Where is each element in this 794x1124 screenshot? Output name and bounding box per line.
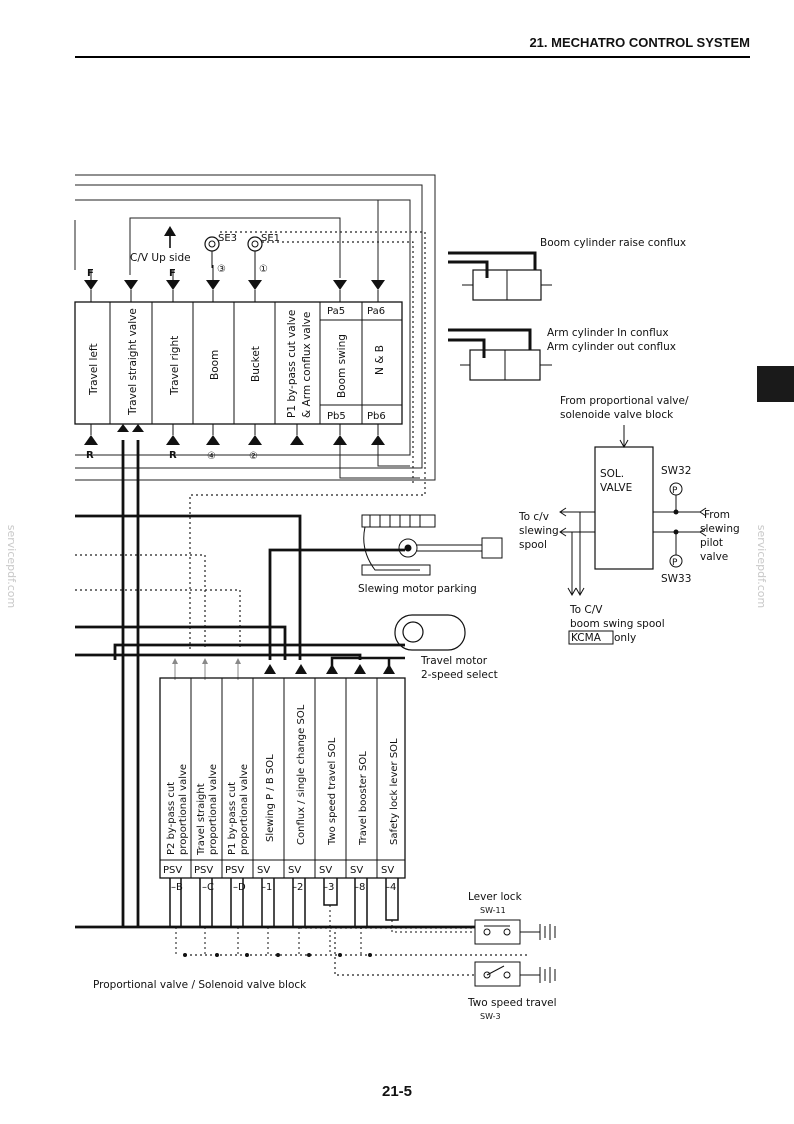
from-slewing-label-1: From [704,509,730,521]
arm-conflux-cylinder [448,328,552,381]
port-label-pa6: Pa6 [367,306,385,317]
port-label-pb6: Pb6 [367,411,386,422]
psv-c-code-1: PSV [194,865,213,876]
to-boom-swing-label-2: boom swing spool [570,618,665,630]
sv-4-code-2: –4 [385,882,396,893]
sw33-label: SW33 [661,573,691,585]
lever-lock-label: Lever lock [468,891,523,903]
arm-in-label: Arm cylinder In conflux [547,327,669,339]
psv-b-label-1: P2 by-pass cut [166,782,177,855]
psv-d-code-2: –D [233,882,246,893]
psv-b-label-2: proportional valve [178,764,189,855]
lever-lock-switch [474,919,556,945]
prop-block-title: Proportional valve / Solenoid valve bloc… [93,979,307,991]
sv-8-label: Travel booster SOL [358,751,369,846]
sv-2-code-2: –2 [292,882,303,893]
to-cv-label-2: slewing [519,525,559,537]
spool-p1-bypass: P1 by-pass cut valve [286,310,298,418]
sol-from-label-1: From proportional valve/ [560,395,689,407]
spool-travel-straight: Travel straight valve [127,308,139,416]
from-slewing-label-3: pilot [700,537,723,549]
travel-motor-label-2: 2-speed select [421,669,498,681]
psv-d-label-1: P1 by-pass cut [227,782,238,855]
pilot-lines-top [74,174,436,481]
page-number: 21-5 [381,1083,413,1100]
main-lines-thick [75,440,475,929]
spool-bucket: Bucket [250,346,262,382]
pressure-symbol-sw32: P [672,486,678,496]
travel-motor-label-1: Travel motor [420,655,488,667]
sv-2-label: Conflux / single change SOL [296,704,307,845]
sensor-marker-1: ① [259,264,268,275]
slewing-motor-symbol [361,514,503,576]
sv-3-code-1: SV [319,865,332,876]
psv-d-label-2: proportional valve [239,764,250,855]
to-cv-label-3: spool [519,539,547,551]
sv-4-code-1: SV [381,865,394,876]
sv-4-label: Safety lock lever SOL [389,738,400,845]
travel-motor-symbol [394,614,466,651]
psv-c-code-2: –C [202,882,214,893]
psv-b-code-1: PSV [163,865,182,876]
pressure-symbol-sw33: P [672,558,678,568]
boom-conflux-cylinder [448,251,552,301]
from-slewing-label-4: valve [700,551,728,563]
sv-8-code-1: SV [350,865,363,876]
arm-out-label: Arm cylinder out conflux [547,341,676,353]
sv-1-label: Slewing P / B SOL [265,754,276,842]
port-label-pa5: Pa5 [327,306,345,317]
port-marker-2: ② [249,451,258,462]
to-boom-swing-label-1: To C/V [569,604,603,616]
sv-3-code-2: –3 [323,882,334,893]
spool-travel-left: Travel left [88,343,100,396]
header-rule [75,56,750,58]
two-speed-id: SW-3 [480,1012,501,1021]
psv-d-code-1: PSV [225,865,244,876]
sv-3-label: Two speed travel SOL [327,737,338,846]
control-valve-block [74,226,403,445]
boom-conflux-label: Boom cylinder raise conflux [540,237,686,249]
sv-8-code-2: –8 [354,882,365,893]
kcma-only-label: only [614,632,636,644]
from-slewing-label-2: slewing [700,523,740,535]
prop-sol-block [159,677,406,927]
sensor-marker-3: ③ [217,264,226,275]
psv-c-label-2: proportional valve [208,764,219,855]
to-cv-label-1: To c/v [518,511,549,523]
sv-2-code-1: SV [288,865,301,876]
sol-valve-block [559,425,707,597]
section-tab-marker [757,366,794,402]
lever-lock-id: SW-11 [480,906,506,915]
spool-labels: Travel left Travel straight valve Travel… [88,308,386,418]
spool-travel-right: Travel right [169,336,181,396]
kcma-label: KCMA [571,632,602,644]
port-label-f-2: F [169,268,176,279]
slewing-parking-label: Slewing motor parking [358,583,477,595]
sv-1-code-2: –1 [261,882,272,893]
two-speed-label: Two speed travel [467,997,557,1009]
psv-b-code-2: –B [171,882,183,893]
port-label-r-2: R [169,450,177,461]
sv-1-code-1: SV [257,865,270,876]
cv-up-side-label: C/V Up side [130,252,191,264]
sensor-se3-label: SE3 [218,233,237,244]
prop-valve-labels: P2 by-pass cut proportional valve Travel… [166,704,400,856]
sensor-se1-label: SE1 [261,233,280,244]
port-label-pb5: Pb5 [327,411,346,422]
sol-valve-label-1: SOL. [600,468,624,480]
spool-n-b: N & B [374,345,386,375]
sw32-label: SW32 [661,465,691,477]
sol-from-label-2: solenoide valve block [560,409,674,421]
sol-valve-label-2: VALVE [600,482,632,494]
page-header-title: 21. MECHATRO CONTROL SYSTEM [529,35,750,50]
spool-boom-swing: Boom swing [336,334,348,398]
psv-c-label-1: Travel straight [196,783,207,856]
spool-arm-conflux: & Arm conflux valve [301,312,313,418]
port-marker-4: ④ [207,451,216,462]
port-label-f-1: F [87,268,94,279]
two-speed-switch [474,961,556,987]
spool-boom: Boom [209,350,221,380]
port-label-r-1: R [86,450,94,461]
